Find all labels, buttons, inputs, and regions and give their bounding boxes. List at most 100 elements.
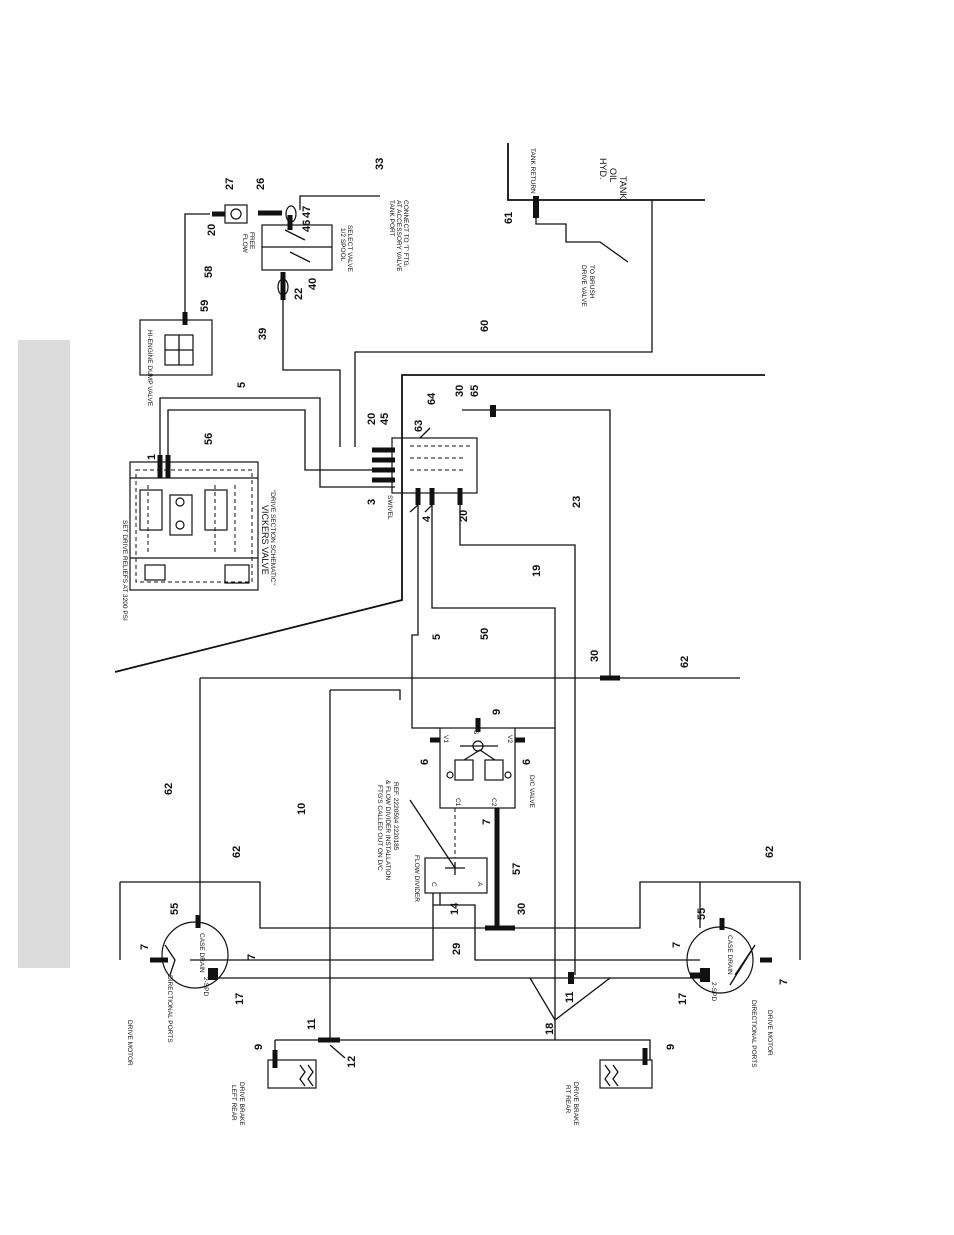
callout-20-top: 20 [206, 224, 218, 236]
callout-30-mid: 30 [589, 650, 601, 662]
callout-58: 58 [203, 266, 215, 278]
callout-29: 29 [451, 943, 463, 955]
to-brush-label-1: TO BRUSH [588, 265, 595, 299]
callout-26: 26 [255, 178, 267, 190]
ftgs-label-3: REF. 2220594 2220185 [392, 782, 399, 851]
callout-18: 18 [544, 1023, 556, 1035]
line-5-upper [159, 397, 395, 488]
case-drain-right: CASE DRAIN [726, 935, 733, 975]
line-12 [275, 1039, 651, 1060]
rt-brake-label-1: RT REAR [564, 1085, 571, 1114]
callout-23: 23 [571, 496, 583, 508]
line-23 [462, 409, 611, 678]
port-c1: C1 [454, 798, 461, 807]
line-62-left-loop [120, 881, 485, 929]
callout-50: 50 [479, 628, 491, 640]
left-rear-drive-brake: 9 LEFT REAR DRIVE BRAKE [230, 1044, 317, 1126]
ftgs-label-2: & FLOW DIVIDER INSTALLATION [384, 780, 391, 880]
line-5-lower [411, 505, 440, 729]
swivel-label: SWIVEL [386, 495, 393, 520]
directional-ports-left: DIRECTIONAL PORTS [166, 975, 173, 1043]
callout-10: 10 [296, 803, 308, 815]
select-valve-assembly: 33 CONNECT TO 'T' FTG. AT ACCESSORY VALV… [241, 158, 409, 447]
callout-12: 12 [346, 1056, 358, 1068]
rt-brake-label-2: DRIVE BRAKE [572, 1082, 579, 1126]
callout-30-top: 30 [454, 385, 466, 397]
callout-22: 22 [293, 288, 305, 300]
page-side-bar [18, 340, 70, 968]
vickers-label-1: VICKERS VALVE [260, 505, 270, 575]
select-valve-label-1: SELECT VALVE [346, 225, 353, 273]
callout-1: 1 [146, 454, 158, 460]
callout-39: 39 [257, 328, 269, 340]
callout-9-left: 9 [253, 1044, 265, 1050]
line-19 [459, 505, 576, 975]
callout-4: 4 [421, 515, 433, 522]
callout-9-right: 9 [665, 1044, 677, 1050]
tank-label-line3: TANK [618, 176, 628, 199]
callout-17-left: 17 [234, 993, 246, 1005]
free-flow-label-1: FREE [248, 232, 255, 250]
tank-return-label: TANK RETURN [529, 148, 536, 194]
flow-divider-label: FLOW DIVIDER [413, 855, 420, 902]
case-drain-left: CASE DRAIN [198, 933, 205, 973]
tank-label-line1: HYD. [598, 158, 608, 180]
port-v1: V1 [442, 735, 449, 743]
callout-47: 47 [301, 206, 313, 218]
callout-20-swivel: 20 [366, 413, 378, 425]
drive-motor-right-label: DRIVE MOTOR [766, 1010, 773, 1056]
right-rear-drive-brake: 9 RT REAR DRIVE BRAKE [564, 1044, 677, 1126]
right-drive-motor: CASE DRAIN 2-SPD 55 7 7 17 DIRECTIONAL P… [671, 908, 790, 1068]
swivel: 20 45 64 63 3 4 20 SWIVEL [366, 392, 478, 522]
left-drive-motor: CASE DRAIN 2-SPD 55 7 7 17 DRIVE MOTOR D… [126, 903, 258, 1066]
select-valve-label-2: 1/2 SPOOL [339, 228, 346, 262]
port-c-fd: C [430, 882, 437, 887]
hi-engine-dump-valve-assembly: 27 20 58 59 HI-ENGINE DUMP VALVE [139, 178, 248, 407]
callout-7-right-a: 7 [671, 942, 683, 948]
line-56 [167, 409, 380, 471]
callout-5-top: 5 [236, 382, 248, 388]
left-brake-label-1: LEFT REAR [230, 1085, 237, 1121]
tank-label-line2: OIL [608, 168, 618, 183]
flow-divider: FLOW DIVIDER C A 14 [413, 855, 488, 915]
dump-valve-label: HI-ENGINE DUMP VALVE [146, 330, 153, 407]
callout-14: 14 [449, 902, 461, 915]
boundary-line [114, 374, 765, 673]
callout-7-left-a: 7 [139, 944, 151, 950]
connect-label-3: TANK PORT [388, 200, 395, 237]
callout-9-dc: 9 [491, 709, 503, 715]
two-spd-left: 2-SPD [202, 977, 209, 996]
callout-11-right: 11 [564, 991, 576, 1003]
line-62-right-loop [515, 881, 801, 960]
callout-33: 33 [374, 158, 386, 170]
left-brake-label-2: DRIVE BRAKE [238, 1082, 245, 1126]
callout-62-top: 62 [679, 656, 691, 668]
vickers-valve: VICKERS VALVE "DRIVE SECTION SCHEMATIC" … [121, 454, 276, 621]
port-c2: C2 [490, 798, 497, 807]
callout-55-right: 55 [696, 908, 708, 920]
callout-27: 27 [224, 178, 236, 190]
callout-5-bottom: 5 [431, 634, 443, 640]
callout-6-right: 6 [521, 759, 533, 765]
callout-62-left-b: 62 [231, 846, 243, 858]
two-spd-right: 2-SPD [710, 982, 717, 1001]
callout-64: 64 [426, 392, 438, 405]
port-s: S [472, 730, 479, 735]
callout-7-dc: 7 [481, 819, 493, 825]
port-v2: V2 [506, 735, 513, 743]
vickers-label-2: "DRIVE SECTION SCHEMATIC" [269, 490, 276, 585]
drive-motor-left-label: DRIVE MOTOR [126, 1020, 133, 1066]
callout-57: 57 [511, 863, 523, 875]
callout-60: 60 [479, 320, 491, 332]
dc-valve-label: D/C VALVE [528, 775, 535, 809]
callout-65: 65 [469, 385, 481, 397]
hydraulic-oil-tank: HYD. OIL TANK TANK RETURN 61 TO BRUSH DR… [354, 143, 705, 447]
dc-valve: 9 6 6 S V1 V2 C1 C2 D/C VALVE [419, 709, 535, 809]
callout-40: 40 [307, 278, 319, 290]
callout-7-left-b: 7 [246, 954, 258, 960]
callout-56: 56 [203, 433, 215, 445]
callout-63: 63 [413, 420, 425, 432]
line-29 [190, 905, 434, 961]
callout-61: 61 [503, 212, 515, 224]
port-a-fd: A [476, 882, 483, 887]
